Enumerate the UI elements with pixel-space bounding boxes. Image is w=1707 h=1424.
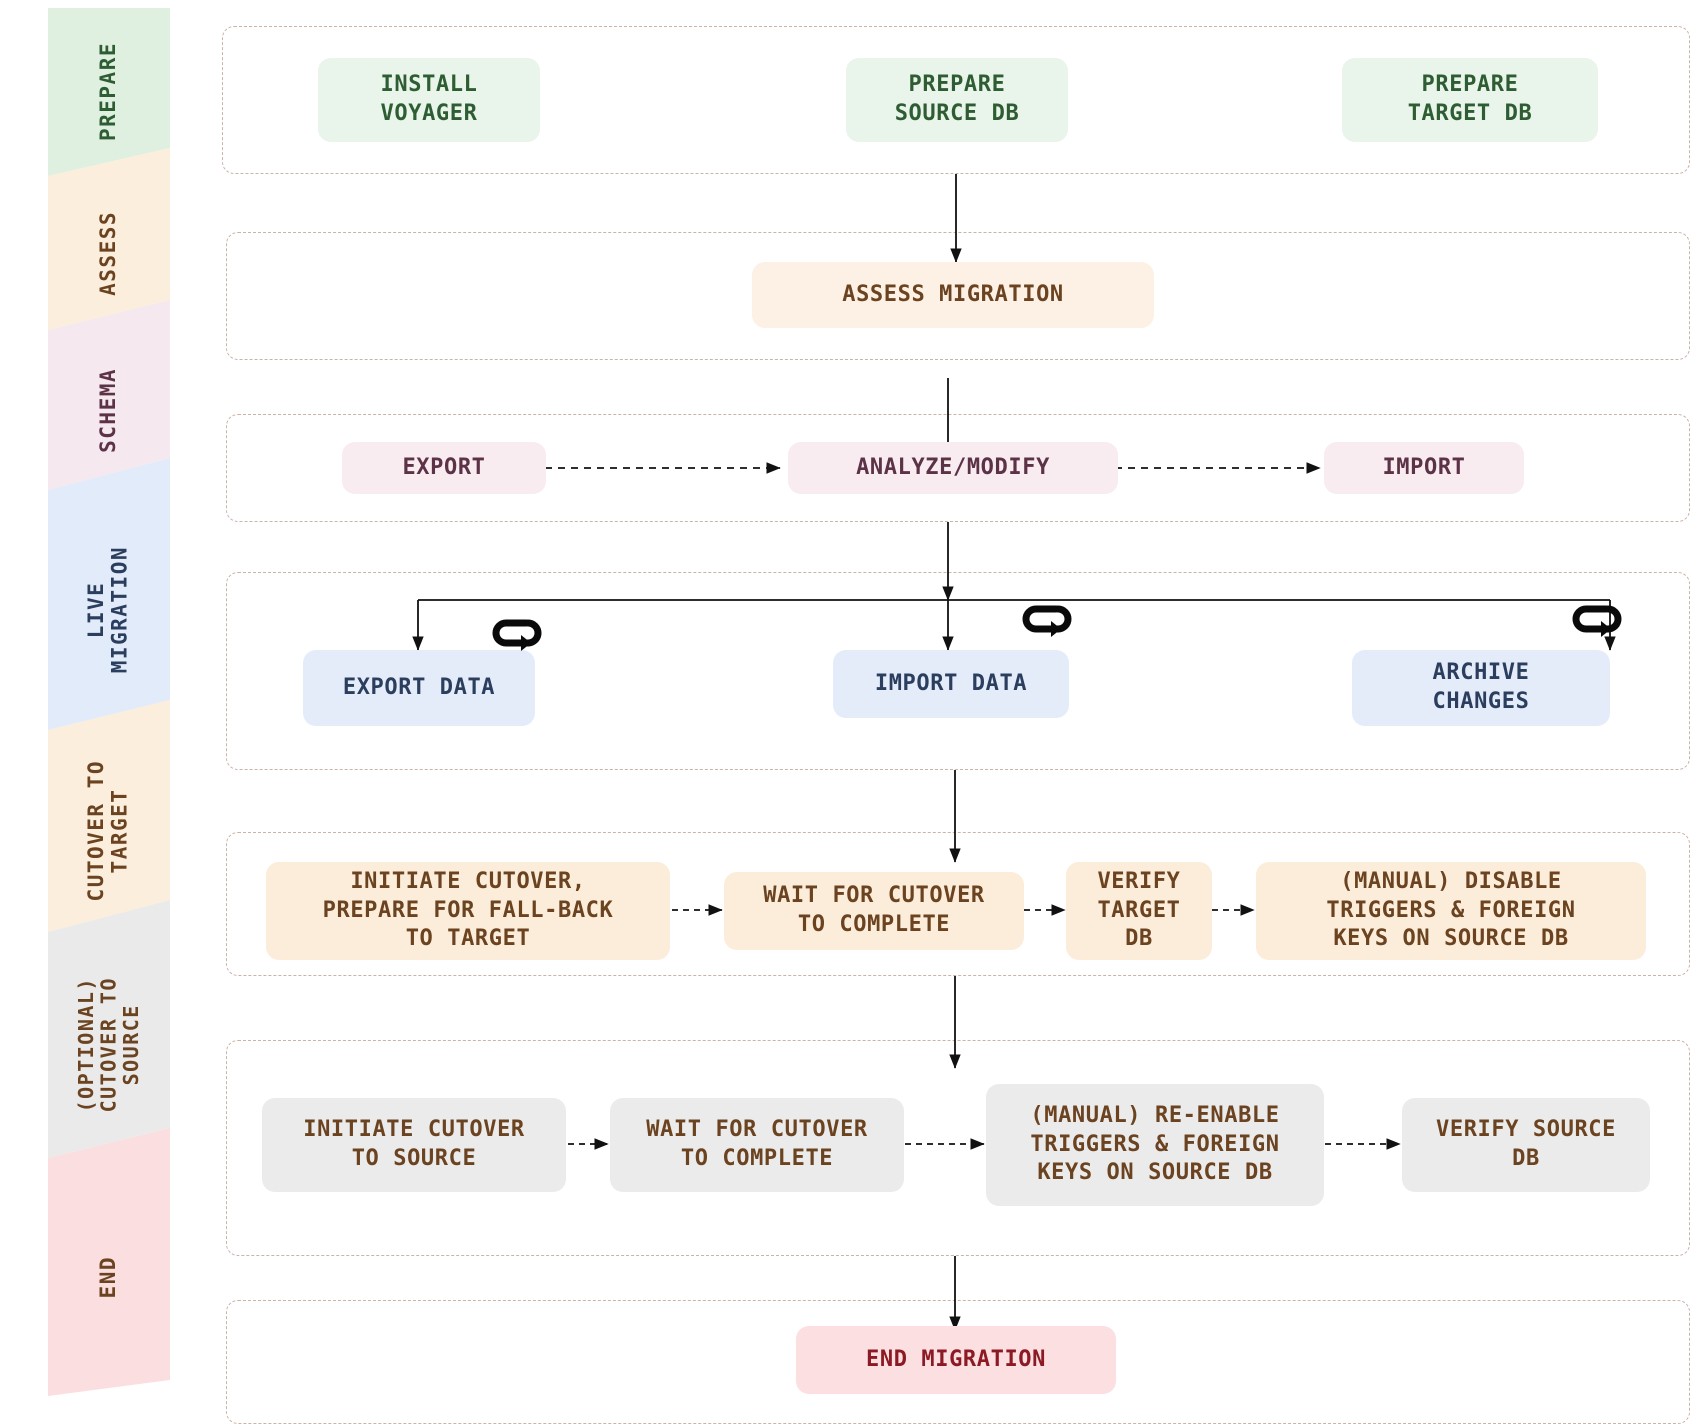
node-wait-for-cutover-target[interactable]: WAIT FOR CUTOVER TO COMPLETE	[724, 872, 1024, 950]
node-verify-source-db[interactable]: VERIFY SOURCE DB	[1402, 1098, 1650, 1192]
sidebar-item-cutover-target[interactable]: CUTOVER TO TARGET	[48, 730, 170, 932]
stage-container-cutover-target	[226, 832, 1690, 976]
loop-repeat-icon-archive-changes	[1572, 605, 1622, 637]
node-initiate-cutover-source[interactable]: INITIATE CUTOVER TO SOURCE	[262, 1098, 566, 1192]
node-schema-analyze-modify[interactable]: ANALYZE/MODIFY	[788, 442, 1118, 494]
node-import-data[interactable]: IMPORT DATA	[833, 650, 1069, 718]
node-initiate-cutover-target[interactable]: INITIATE CUTOVER, PREPARE FOR FALL-BACK …	[266, 862, 670, 960]
node-prepare-target-db[interactable]: PREPARE TARGET DB	[1342, 58, 1598, 142]
lane-label-cutover-source: (OPTIONAL) CUTOVER TO SOURCE	[74, 977, 144, 1113]
sidebar-item-cutover-source[interactable]: (OPTIONAL) CUTOVER TO SOURCE	[48, 932, 170, 1158]
node-assess-migration[interactable]: ASSESS MIGRATION	[752, 262, 1154, 328]
node-reenable-triggers-source-db[interactable]: (MANUAL) RE-ENABLE TRIGGERS & FOREIGN KE…	[986, 1084, 1324, 1206]
node-prepare-source-db[interactable]: PREPARE SOURCE DB	[846, 58, 1068, 142]
sidebar-item-schema[interactable]: SCHEMA	[48, 330, 170, 490]
node-wait-for-cutover-source[interactable]: WAIT FOR CUTOVER TO COMPLETE	[610, 1098, 904, 1192]
lane-label-assess: ASSESS	[96, 210, 121, 296]
swimlane-rail: PREPARE ASSESS SCHEMA LIVE MIGRATION CUT…	[0, 0, 175, 1405]
node-end-migration[interactable]: END MIGRATION	[796, 1326, 1116, 1394]
lane-label-live-migration: LIVE MIGRATION	[84, 546, 132, 674]
sidebar-item-prepare[interactable]: PREPARE	[48, 8, 170, 176]
node-schema-import[interactable]: IMPORT	[1324, 442, 1524, 494]
node-schema-export[interactable]: EXPORT	[342, 442, 546, 494]
stage-container-prepare	[222, 26, 1690, 174]
lane-label-cutover-target: CUTOVER TO TARGET	[84, 760, 132, 902]
lane-label-end: END	[96, 1255, 121, 1299]
stage-container-live-migration	[226, 572, 1690, 770]
node-archive-changes[interactable]: ARCHIVE CHANGES	[1352, 650, 1610, 726]
swimlane-band-shapes	[48, 8, 170, 1396]
lane-label-schema: SCHEMA	[96, 367, 121, 453]
loop-repeat-icon-import-data	[1022, 605, 1072, 637]
node-verify-target-db[interactable]: VERIFY TARGET DB	[1066, 862, 1212, 960]
node-disable-triggers-source-db[interactable]: (MANUAL) DISABLE TRIGGERS & FOREIGN KEYS…	[1256, 862, 1646, 960]
loop-repeat-icon-export-data	[492, 619, 542, 651]
lane-label-prepare: PREPARE	[96, 42, 121, 142]
stage-container-assess	[226, 232, 1690, 360]
sidebar-item-assess[interactable]: ASSESS	[48, 176, 170, 330]
stage-container-cutover-source	[226, 1040, 1690, 1256]
stage-container-schema	[226, 414, 1690, 522]
node-export-data[interactable]: EXPORT DATA	[303, 650, 535, 726]
sidebar-item-live-migration[interactable]: LIVE MIGRATION	[48, 490, 170, 730]
sidebar-item-end[interactable]: END	[48, 1158, 170, 1396]
node-install-voyager[interactable]: INSTALL VOYAGER	[318, 58, 540, 142]
